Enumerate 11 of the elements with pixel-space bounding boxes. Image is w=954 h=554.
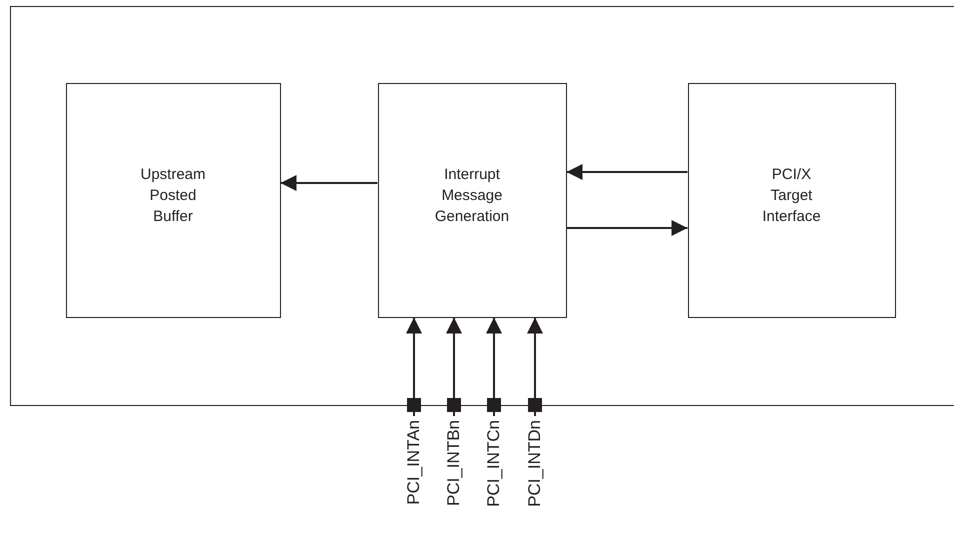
- pin-label: PCI_INTDn: [525, 420, 545, 507]
- pin-label: PCI_INTAn: [404, 420, 424, 505]
- block-title: PCI/X Target Interface: [761, 164, 822, 226]
- block-title: Interrupt Message Generation: [434, 164, 510, 226]
- block-box: [378, 82, 566, 318]
- block-box: [66, 82, 280, 318]
- block-title: Upstream Posted Buffer: [139, 164, 207, 226]
- block-box: [688, 82, 896, 318]
- pin-label: PCI_INTBn: [444, 420, 464, 506]
- pin-label: PCI_INTCn: [484, 420, 504, 507]
- system-boundary-box: [10, 6, 954, 406]
